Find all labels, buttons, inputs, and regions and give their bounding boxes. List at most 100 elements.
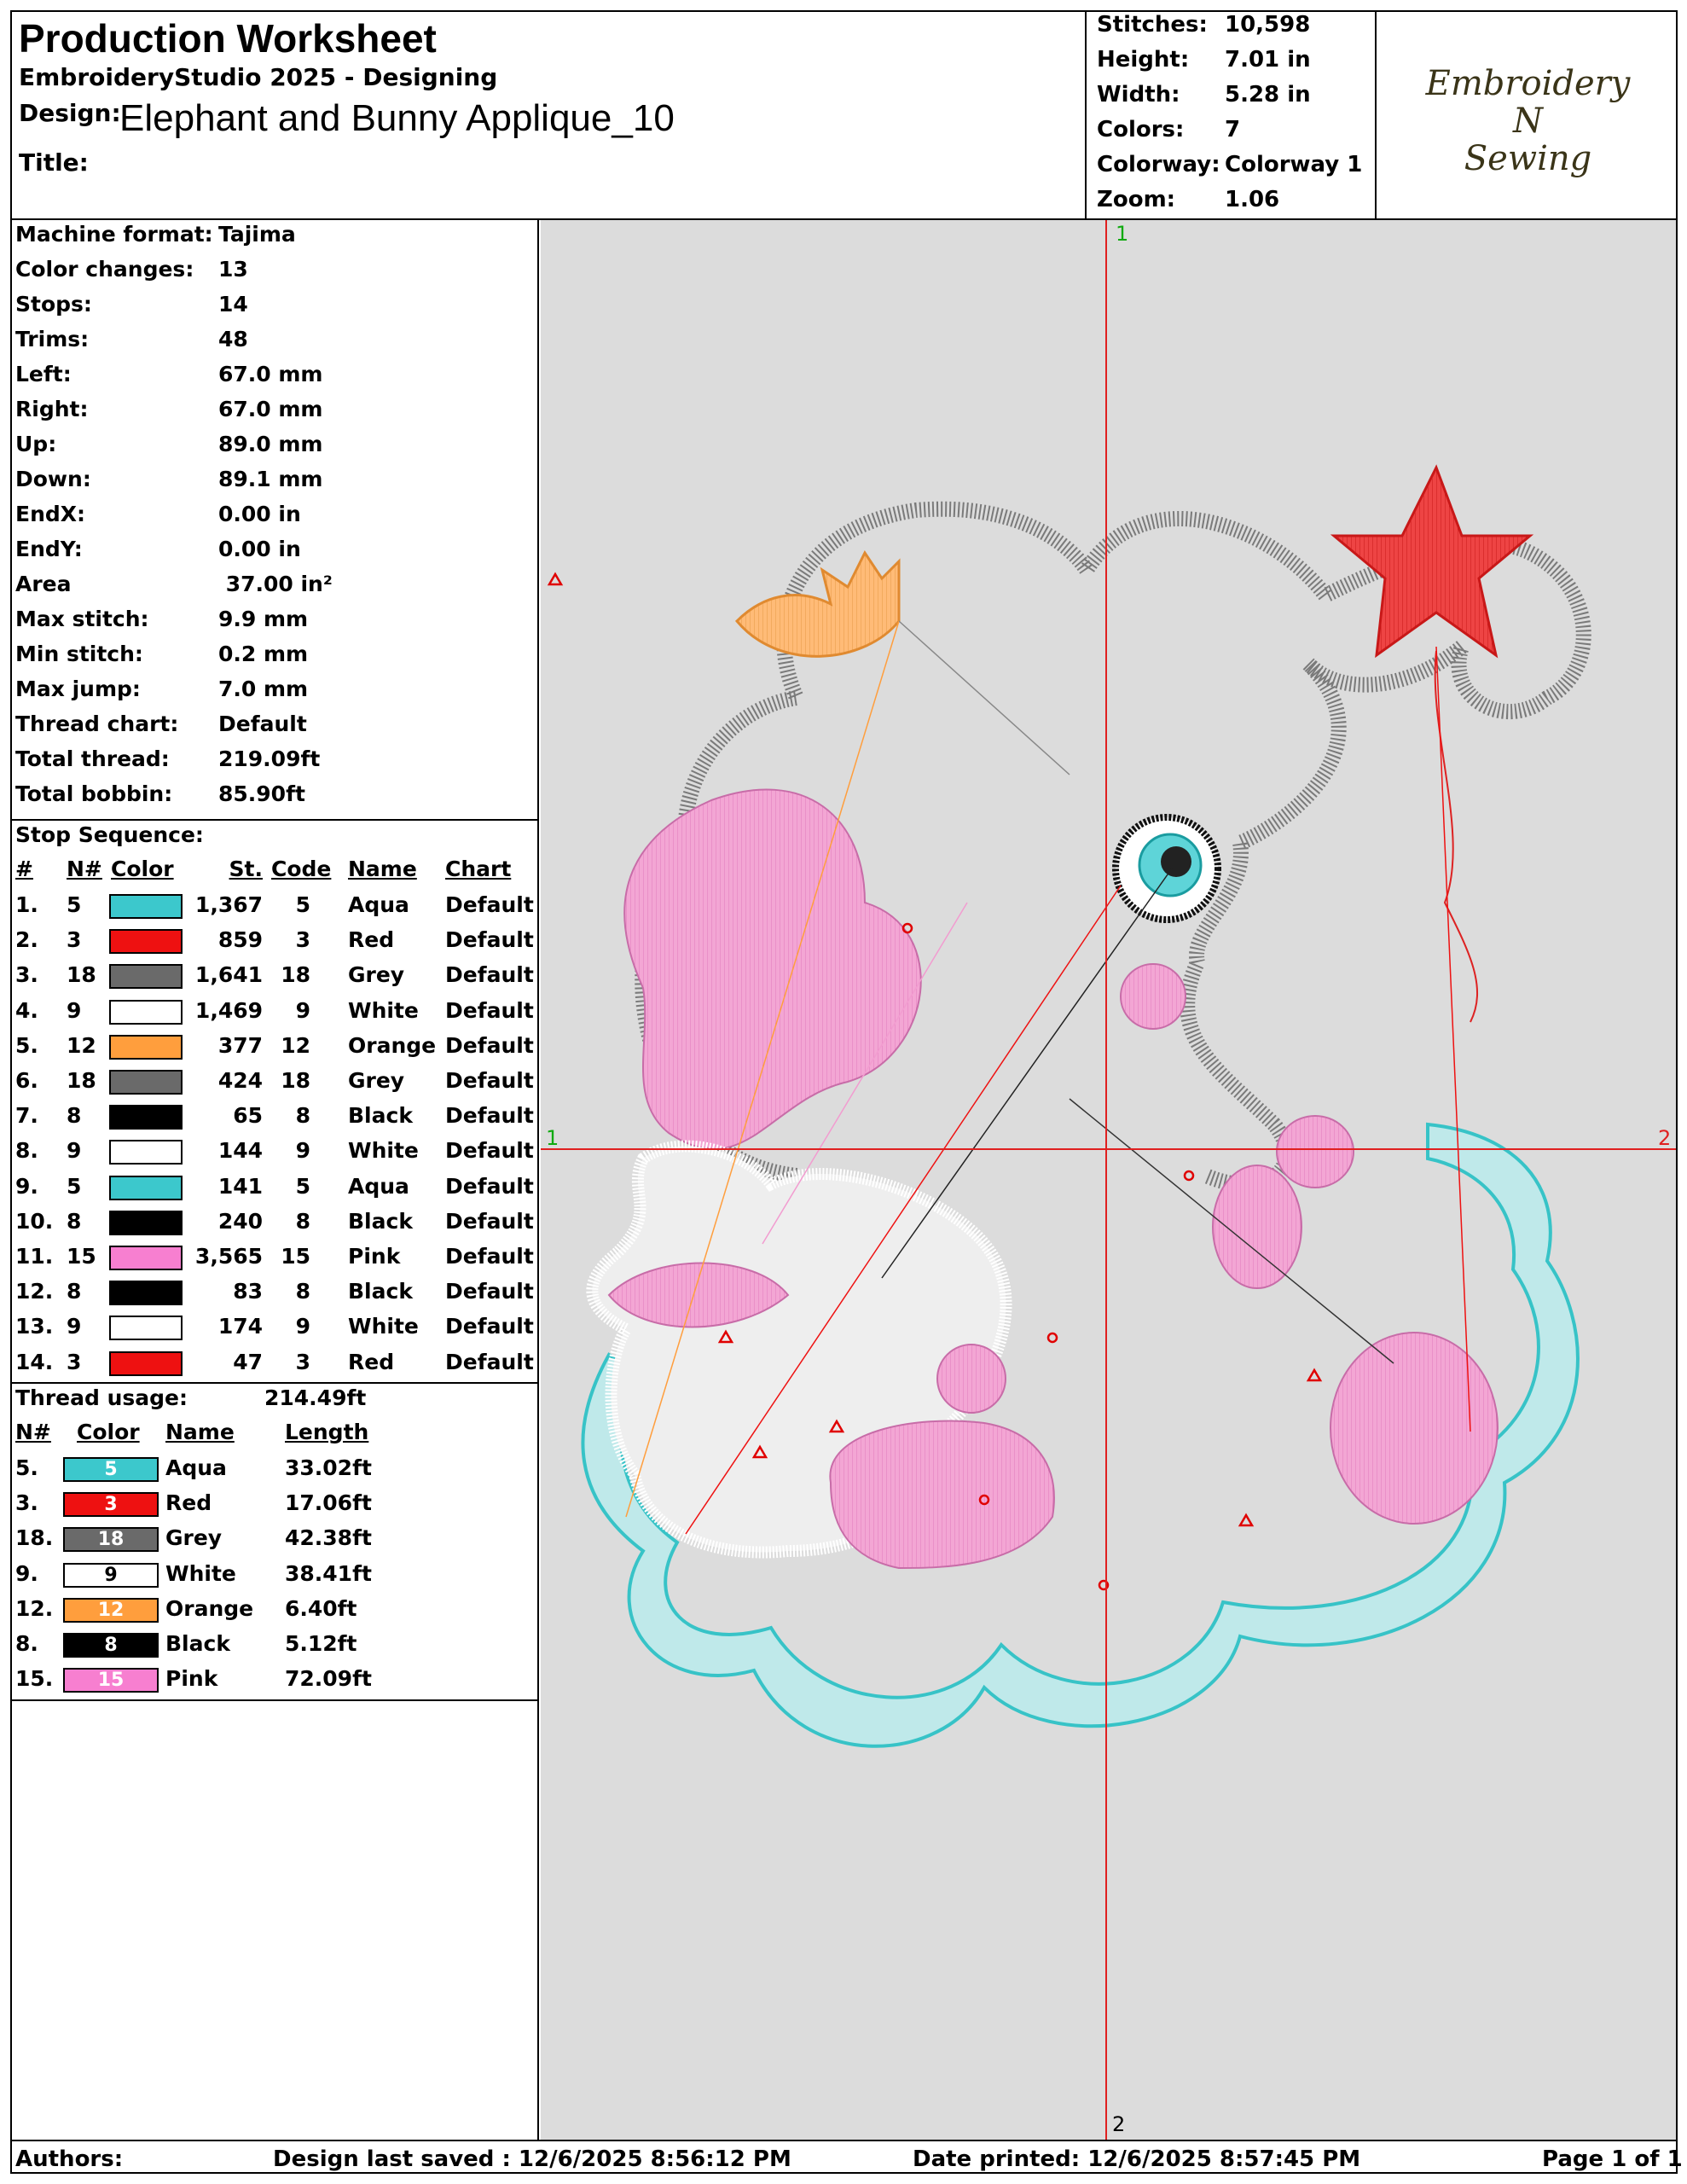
color-swatch [109, 1175, 183, 1200]
info-label: Thread chart: [15, 712, 179, 736]
stop-num: 8. [15, 1138, 38, 1164]
trunk-spot [1276, 1115, 1354, 1188]
info-value: Tajima [218, 222, 296, 247]
stop-stitches: 174 [217, 1314, 263, 1339]
stop-stitches: 240 [217, 1208, 263, 1234]
stop-color-name: Pink [348, 1244, 401, 1269]
col-header-color: Color [111, 857, 174, 881]
color-swatch [109, 1281, 183, 1306]
stop-num: 6. [15, 1068, 38, 1093]
info-value: 89.1 mm [218, 467, 323, 491]
info-value: 219.09ft [218, 746, 321, 771]
usage-length: 42.38ft [285, 1525, 372, 1551]
info-value: 0.2 mm [218, 642, 309, 666]
stop-stitches: 859 [217, 927, 263, 953]
info-label: Min stitch: [15, 642, 143, 666]
stop-needle: 8 [67, 1208, 82, 1234]
bunny-ear [607, 1262, 790, 1328]
stop-stitches: 3,565 [194, 1244, 263, 1269]
info-value: 0.00 in [218, 502, 301, 526]
star-balloon [1330, 464, 1534, 659]
stop-code: 5 [295, 892, 310, 917]
col-header-length: Length [285, 1420, 369, 1444]
axis-label-left: 1 [546, 1126, 559, 1150]
stop-code: 8 [295, 1279, 310, 1304]
stop-chart: Default [445, 927, 534, 953]
stop-color-name: Grey [348, 1068, 405, 1093]
color-swatch [109, 964, 183, 990]
stop-stitches: 47 [233, 1349, 263, 1374]
stop-chart: Default [445, 1279, 534, 1304]
info-label: Up: [15, 432, 57, 456]
trim-markers [547, 572, 1323, 1591]
usage-needle: 12. [15, 1595, 54, 1621]
usage-length: 72.09ft [285, 1666, 372, 1692]
stop-num: 1. [15, 892, 38, 917]
stop-code: 9 [295, 1138, 310, 1164]
usage-needle: 8. [15, 1631, 38, 1656]
worksheet-header: Production Worksheet EmbroideryStudio 20… [10, 10, 1678, 220]
stop-code: 3 [295, 927, 310, 953]
color-swatch [109, 1105, 183, 1130]
info-label: Left: [15, 362, 72, 386]
date-printed: Date printed: 12/6/2025 8:57:45 PM [913, 2146, 1361, 2172]
stop-chart: Default [445, 1208, 534, 1234]
stop-code: 18 [281, 962, 310, 988]
axis-label-right: 2 [1658, 1126, 1672, 1150]
stop-stitches: 1,367 [194, 892, 263, 917]
stop-num: 11. [15, 1244, 54, 1269]
color-swatch: 5 [63, 1457, 159, 1482]
page-frame [10, 10, 1678, 2174]
stop-chart: Default [445, 1032, 534, 1058]
col-header-name: Name [165, 1420, 235, 1444]
pink-foot [829, 1420, 1055, 1570]
stop-chart: Default [445, 1314, 534, 1339]
stop-needle: 5 [67, 892, 82, 917]
bunny-cheek [936, 1344, 1006, 1414]
stop-color-name: Orange [348, 1032, 437, 1058]
info-value: 37.00 in² [218, 572, 333, 596]
thread-usage-title: Thread usage: [15, 1385, 188, 1410]
design-label: Design: [19, 99, 121, 127]
authors-label: Authors: [15, 2146, 124, 2172]
info-value: 89.0 mm [218, 432, 323, 456]
stop-color-name: White [348, 1138, 419, 1164]
stop-sequence-title: Stop Sequence: [15, 822, 204, 847]
stop-needle: 3 [67, 927, 82, 953]
crosshair-horizontal [541, 1148, 1678, 1150]
stop-code: 3 [295, 1349, 310, 1374]
stop-code: 18 [281, 1068, 310, 1093]
stop-stitches: 141 [217, 1173, 263, 1199]
brand-logo: Embroidery N Sewing [1378, 10, 1678, 218]
color-swatch [109, 999, 183, 1025]
stop-stitches: 377 [217, 1032, 263, 1058]
title-label: Title: [19, 148, 89, 177]
stop-stitches: 424 [217, 1068, 263, 1093]
stop-needle: 9 [67, 1314, 82, 1339]
stop-color-name: Grey [348, 962, 405, 988]
pink-foot [1330, 1332, 1499, 1525]
info-value: 0.00 in [218, 537, 301, 561]
trunk-spot [1212, 1165, 1302, 1289]
col-header-code: Code [271, 857, 332, 881]
page-title: Production Worksheet [19, 16, 437, 61]
stat-value: Colorway 1 [1225, 152, 1363, 177]
stop-needle: 18 [67, 962, 96, 988]
axis-label-bottom: 2 [1112, 2112, 1126, 2136]
stop-needle: 9 [67, 997, 82, 1023]
stop-num: 4. [15, 997, 38, 1023]
color-swatch: 8 [63, 1633, 159, 1658]
usage-needle: 5. [15, 1455, 38, 1480]
stop-code: 15 [281, 1244, 310, 1269]
stat-label: Height: [1097, 47, 1190, 73]
stop-chart: Default [445, 1138, 534, 1164]
info-label: Area [15, 572, 72, 596]
color-swatch [109, 1140, 183, 1165]
col-header-name: Name [348, 857, 417, 881]
stop-chart: Default [445, 1103, 534, 1129]
stop-num: 12. [15, 1279, 54, 1304]
last-saved: Design last saved : 12/6/2025 8:56:12 PM [273, 2146, 791, 2172]
usage-length: 17.06ft [285, 1490, 372, 1516]
info-value: 67.0 mm [218, 362, 323, 386]
jump-lines [625, 620, 1471, 1535]
